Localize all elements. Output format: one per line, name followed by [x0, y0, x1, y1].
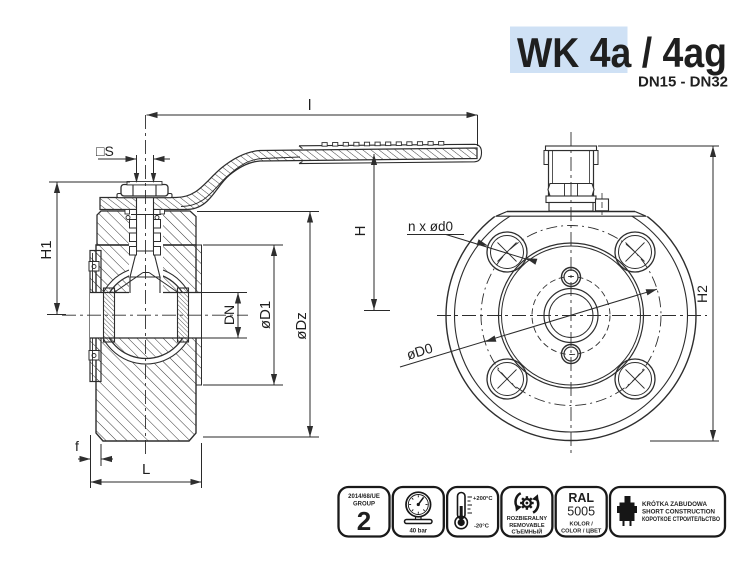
- svg-text:RAL: RAL: [568, 491, 594, 505]
- svg-text:2: 2: [357, 506, 371, 536]
- svg-text:H1: H1: [38, 240, 55, 259]
- svg-text:l: l: [308, 97, 311, 114]
- svg-text:DN15 - DN32: DN15 - DN32: [638, 74, 728, 91]
- svg-text:-20°C: -20°C: [474, 524, 490, 530]
- svg-text:2014/68/UE: 2014/68/UE: [348, 494, 380, 500]
- svg-text:GROUP: GROUP: [353, 502, 375, 508]
- svg-text:COLOR / ЦВЕТ: COLOR / ЦВЕТ: [561, 529, 602, 535]
- svg-text:40 bar: 40 bar: [409, 529, 427, 535]
- svg-text:WK 4a / 4ag: WK 4a / 4ag: [517, 29, 727, 76]
- svg-text:DN: DN: [221, 305, 237, 325]
- svg-text:SHORT CONSTRUCTION: SHORT CONSTRUCTION: [642, 509, 716, 516]
- svg-text:СЪЕМНЫЙ: СЪЕМНЫЙ: [512, 527, 543, 535]
- svg-text:5005: 5005: [567, 505, 595, 519]
- svg-text:ROZBIERALNY: ROZBIERALNY: [507, 516, 548, 522]
- svg-text:+200°C: +200°C: [473, 496, 493, 502]
- svg-text:L: L: [142, 461, 150, 478]
- svg-text:КОРОТКОЕ СТРОИТЕЛЬСТВО: КОРОТКОЕ СТРОИТЕЛЬСТВО: [642, 516, 720, 523]
- svg-text:øD0: øD0: [405, 340, 435, 363]
- svg-text:øD1: øD1: [257, 301, 274, 329]
- svg-text:H2: H2: [694, 285, 710, 303]
- svg-text:□S: □S: [96, 143, 114, 159]
- svg-text:REMOVABLE: REMOVABLE: [509, 523, 545, 529]
- svg-text:f: f: [75, 438, 79, 454]
- svg-text:KRÓTKA ZABUDOWA: KRÓTKA ZABUDOWA: [642, 500, 708, 508]
- svg-text:KOLOR /: KOLOR /: [570, 522, 594, 528]
- svg-text:n x ød0: n x ød0: [408, 219, 453, 234]
- svg-text:øDz: øDz: [293, 312, 310, 340]
- svg-text:H: H: [352, 226, 369, 237]
